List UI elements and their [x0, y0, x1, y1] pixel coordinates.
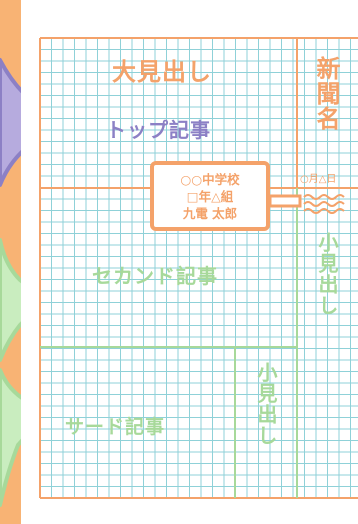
- sub-headline-right-label: 小見出し: [315, 232, 339, 316]
- byline-connector: [268, 194, 302, 208]
- wave-decoration: [303, 194, 345, 214]
- third-article-label: サード記事: [65, 416, 166, 438]
- byline-box: ○○中学校 □年△組 九電 太郎: [150, 161, 270, 231]
- date-label: ○月△日: [300, 174, 337, 185]
- byline-class: □年△組: [186, 189, 234, 204]
- byline-school: ○○中学校: [180, 172, 240, 187]
- second-article-label: セカンド記事: [92, 264, 218, 288]
- headline-label: 大見出し: [112, 58, 212, 86]
- sub-headline-bottom-label: 小見出し: [254, 362, 278, 446]
- top-article-label: トップ記事: [106, 118, 211, 142]
- paper-name-label: 新聞名: [312, 56, 340, 131]
- byline-name: 九電 太郎: [182, 206, 238, 221]
